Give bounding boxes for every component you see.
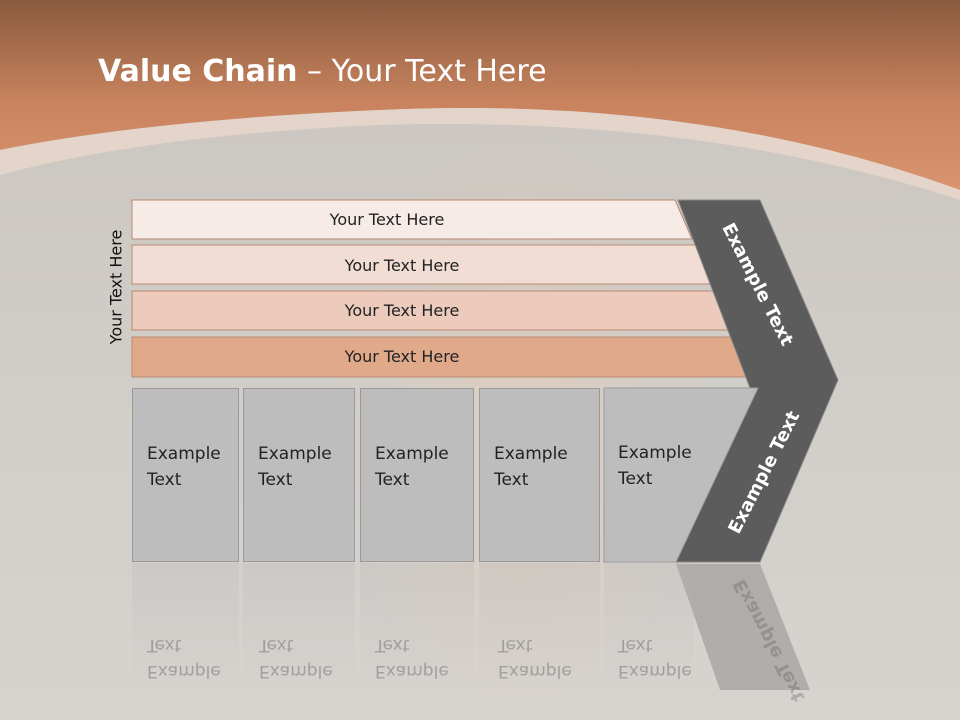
bar-2-label: Your Text Here [344, 255, 460, 275]
card-5-line2: Text [618, 469, 653, 489]
card-shape-5 [603, 387, 759, 563]
bar-4-label: Your Text Here [344, 346, 460, 366]
header-band [0, 0, 960, 200]
card-4-line2: Text [494, 470, 529, 490]
card-2-line2: Text [258, 470, 293, 490]
card-1-line1: Example [147, 444, 221, 464]
bar-4: Your Text Here [132, 337, 722, 375]
bar-shape-1 [131, 199, 693, 240]
slide-title: Value Chain – Your Text Here [98, 54, 547, 89]
card-4-reflection [479, 563, 600, 693]
card-1: Example Text [132, 388, 239, 562]
card-3-line2: Text [375, 470, 410, 490]
card-5: Example Text [604, 388, 694, 562]
chevron-reflection [676, 564, 810, 690]
bar-3: Your Text Here [132, 291, 722, 329]
title-bold: Value Chain [98, 54, 298, 89]
card-3: Example Text [360, 388, 474, 562]
card-2: Example Text [243, 388, 355, 562]
card-2-reflection [243, 563, 355, 693]
card-1-line2: Text [147, 470, 182, 490]
card-4-line1: Example [494, 444, 568, 464]
card-2-line1: Example [258, 444, 332, 464]
card-1-reflection [132, 563, 239, 693]
card-5-line1: Example [618, 443, 692, 463]
card-3-reflection [360, 563, 474, 693]
bar-3-label: Your Text Here [344, 300, 460, 320]
title-rest: – Your Text Here [297, 54, 547, 89]
bar-2: Your Text Here [132, 246, 722, 284]
card-3-line1: Example [375, 444, 449, 464]
bar-1: Your Text Here [132, 200, 692, 238]
bar-1-label: Your Text Here [329, 209, 445, 229]
card-5-reflection [604, 563, 694, 693]
card-4: Example Text [479, 388, 600, 562]
